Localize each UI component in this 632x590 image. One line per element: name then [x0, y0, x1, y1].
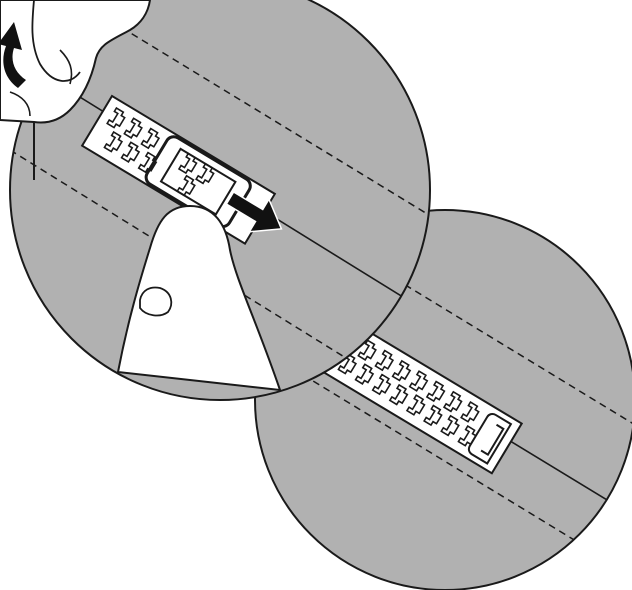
detail-circle-open-zipper [9, 0, 431, 401]
stitch-line-top [255, 210, 632, 441]
arrow-right-icon [225, 190, 283, 233]
stitch-line-upper-top [59, 0, 430, 241]
curved-arrow-icon [0, 22, 26, 88]
finger-pushing-slider [116, 204, 282, 392]
hand-holding-zipper [0, 0, 152, 124]
